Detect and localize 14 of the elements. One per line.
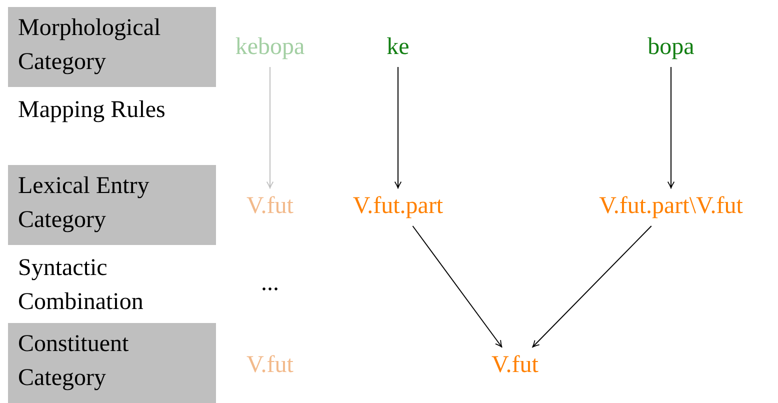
category-label: V.fut.part\V.fut (599, 192, 743, 220)
row-header: Morphological Category (8, 7, 216, 87)
morpheme-label: bopa (648, 33, 694, 61)
morpheme-label: kebopa (235, 33, 305, 61)
row-header: Mapping Rules (18, 96, 166, 125)
row-header: Constituent Category (8, 323, 216, 403)
row-header: Lexical Entry Category (8, 165, 216, 245)
row-header: Syntactic Combination (18, 254, 144, 317)
category-label: V.fut (492, 351, 538, 379)
category-label: V.fut (246, 192, 294, 220)
category-label: V.fut.part (352, 192, 444, 220)
ellipsis: ... (261, 269, 279, 297)
category-label: V.fut (246, 351, 294, 379)
morpheme-label: ke (386, 33, 410, 61)
